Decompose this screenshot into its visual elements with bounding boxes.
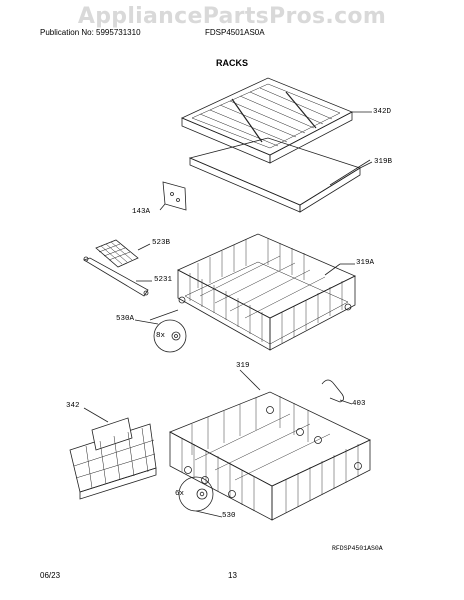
callout-319b: 319B xyxy=(374,158,393,166)
callout-342: 342 xyxy=(66,402,80,410)
silverware-basket-drawing xyxy=(69,407,157,500)
model-number: FDSP4501AS0A xyxy=(205,28,265,37)
callout-319: 319 xyxy=(236,362,250,370)
watermark: AppliancePartsPros.com xyxy=(77,4,387,29)
lower-wheel-detail-circle xyxy=(178,476,223,518)
callout-530a: 530A xyxy=(116,315,135,323)
callout-342d: 342D xyxy=(373,108,392,116)
upper-cutlery-tray-drawing xyxy=(181,77,372,164)
callout-8x: 8x xyxy=(156,332,166,340)
upper-rack-drawing xyxy=(149,233,356,351)
footer-date: 06/23 xyxy=(40,571,61,580)
callout-530: 530 xyxy=(222,512,236,520)
callout-143a: 143A xyxy=(132,208,151,216)
upper-rack-frame-drawing xyxy=(188,137,373,213)
callout-5231: 5231 xyxy=(154,276,173,284)
page-number: 13 xyxy=(228,571,237,580)
callout-6x: 6x xyxy=(175,490,185,498)
diagram-reference: RFDSP4501AS0A xyxy=(332,545,383,552)
callout-319a: 319A xyxy=(356,259,375,267)
publication-number: Publication No: 5995731310 xyxy=(40,28,141,37)
wheel-detail-circle xyxy=(134,319,187,353)
callout-403: 403 xyxy=(352,400,366,408)
lower-rack-drawing xyxy=(169,369,371,521)
cup-shelf-drawing xyxy=(83,239,152,297)
section-title: RACKS xyxy=(215,58,248,68)
rack-bracket-drawing xyxy=(159,181,187,211)
callout-523b: 523B xyxy=(152,239,171,247)
